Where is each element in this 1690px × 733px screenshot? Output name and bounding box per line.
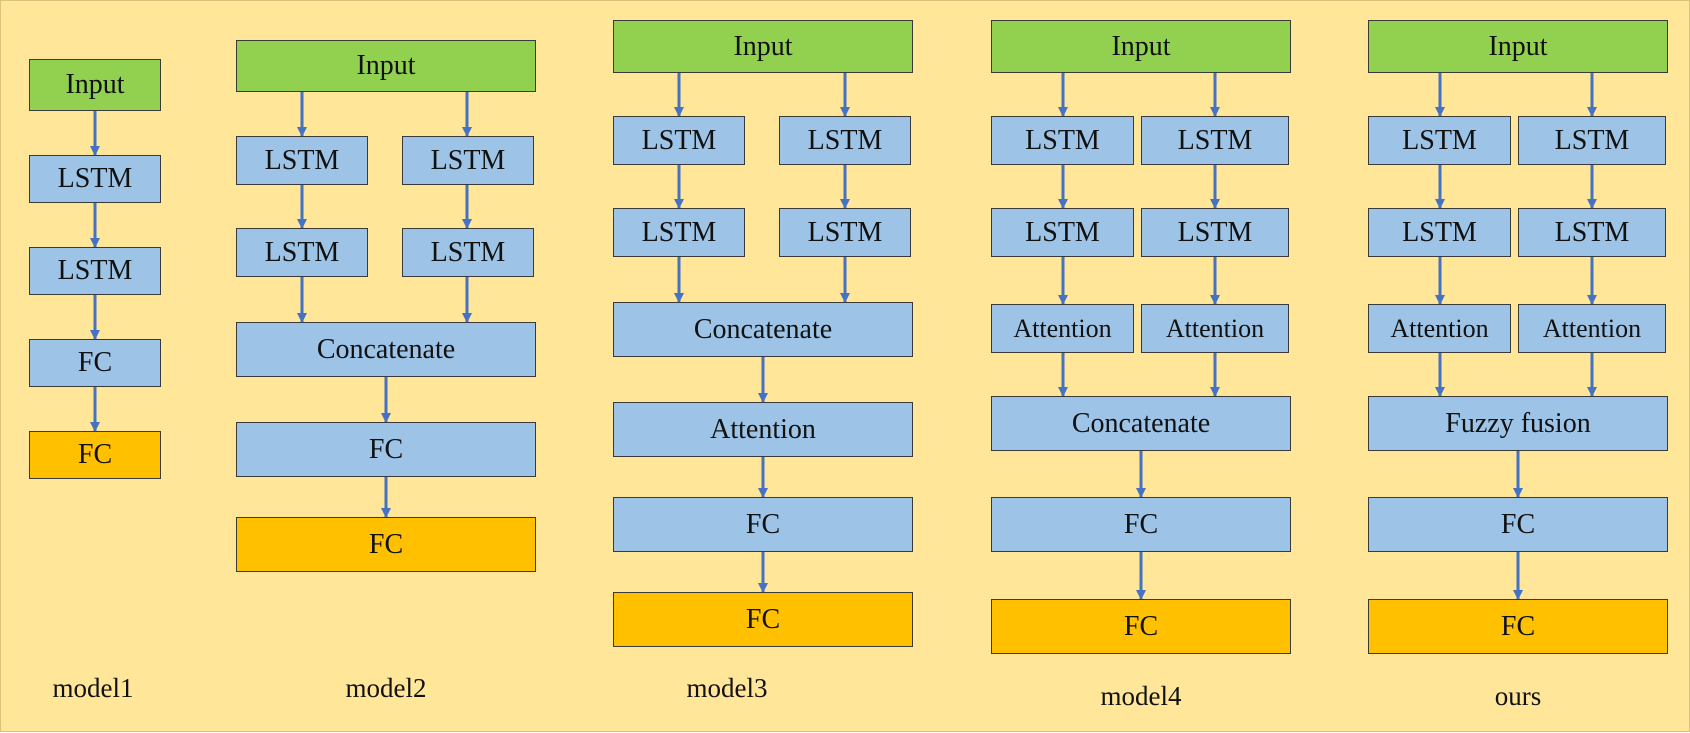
ours-fc1-node: FC bbox=[1368, 497, 1668, 552]
ours-fusion-node: Fuzzy fusion bbox=[1368, 396, 1668, 451]
m2-input-node: Input bbox=[236, 40, 536, 92]
m3-lstm-r2-node: LSTM bbox=[779, 208, 911, 257]
ours-att-l-node: Attention bbox=[1368, 304, 1511, 353]
m1-input-node: Input bbox=[29, 59, 161, 111]
m3-fc1-node: FC bbox=[613, 497, 913, 552]
m3-fc-out-node: FC bbox=[613, 592, 913, 647]
m4-lstm-l1-node: LSTM bbox=[991, 116, 1134, 165]
m1-caption: model1 bbox=[52, 673, 134, 703]
m3-lstm-l1-node: LSTM bbox=[613, 116, 745, 165]
m2-lstm-r1-node: LSTM bbox=[402, 136, 534, 185]
m4-fc-out-node: FC bbox=[991, 599, 1291, 654]
m3-caption: model3 bbox=[686, 673, 768, 703]
m2-fc1-node: FC bbox=[236, 422, 536, 477]
m2-lstm-l2-node: LSTM bbox=[236, 228, 368, 277]
m3-concat-node: Concatenate bbox=[613, 302, 913, 357]
m4-att-l-node: Attention bbox=[991, 304, 1134, 353]
m1-fc1-node: FC bbox=[29, 339, 161, 387]
ours-fc-out-node: FC bbox=[1368, 599, 1668, 654]
m1-lstm2-node: LSTM bbox=[29, 247, 161, 295]
m4-att-r-node: Attention bbox=[1141, 304, 1289, 353]
ours-input-node: Input bbox=[1368, 20, 1668, 73]
ours-lstm-r2-node: LSTM bbox=[1518, 208, 1666, 257]
m4-lstm-r2-node: LSTM bbox=[1141, 208, 1289, 257]
m4-lstm-r1-node: LSTM bbox=[1141, 116, 1289, 165]
m3-input-node: Input bbox=[613, 20, 913, 73]
m2-concat-node: Concatenate bbox=[236, 322, 536, 377]
m4-input-node: Input bbox=[991, 20, 1291, 73]
m4-caption: model4 bbox=[1100, 681, 1182, 711]
ours-lstm-r1-node: LSTM bbox=[1518, 116, 1666, 165]
m3-lstm-r1-node: LSTM bbox=[779, 116, 911, 165]
m2-caption: model2 bbox=[345, 673, 427, 703]
m2-lstm-r2-node: LSTM bbox=[402, 228, 534, 277]
ours-lstm-l2-node: LSTM bbox=[1368, 208, 1511, 257]
m1-fc-out-node: FC bbox=[29, 431, 161, 479]
m2-lstm-l1-node: LSTM bbox=[236, 136, 368, 185]
m3-attention-node: Attention bbox=[613, 402, 913, 457]
ours-att-r-node: Attention bbox=[1518, 304, 1666, 353]
m3-lstm-l2-node: LSTM bbox=[613, 208, 745, 257]
m4-lstm-l2-node: LSTM bbox=[991, 208, 1134, 257]
m4-fc1-node: FC bbox=[991, 497, 1291, 552]
m1-lstm1-node: LSTM bbox=[29, 155, 161, 203]
m2-fc-out-node: FC bbox=[236, 517, 536, 572]
ours-lstm-l1-node: LSTM bbox=[1368, 116, 1511, 165]
m4-concat-node: Concatenate bbox=[991, 396, 1291, 451]
ours-caption: ours bbox=[1494, 681, 1542, 711]
